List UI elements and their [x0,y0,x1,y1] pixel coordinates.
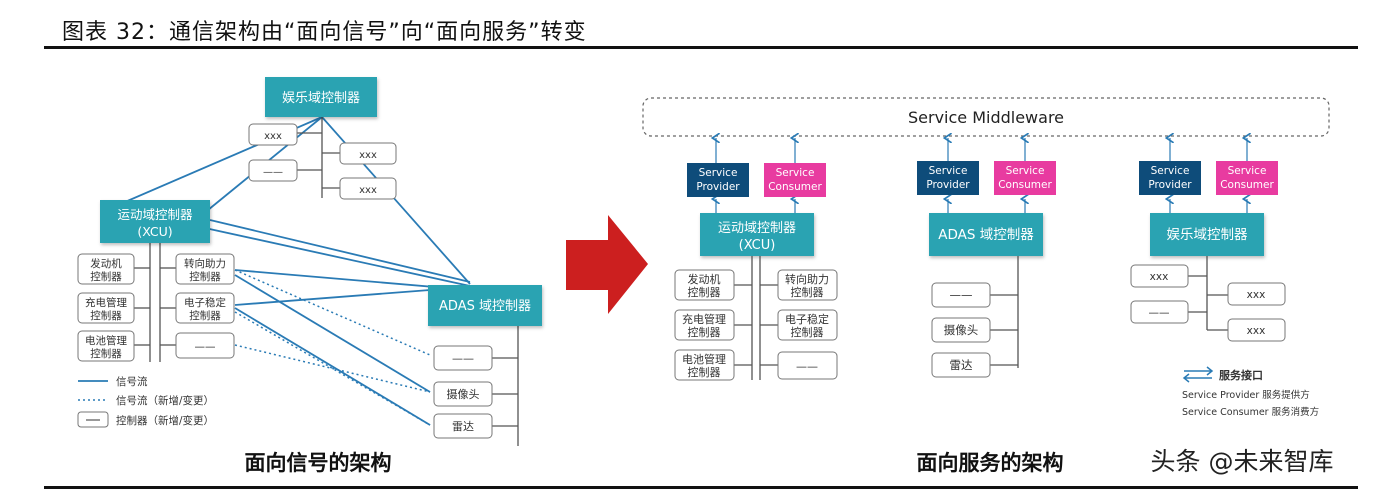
camera-label: 摄像头 [447,387,480,401]
legend-service-provider: Service Provider 服务提供方 [1182,389,1310,401]
motion-domain-box [100,200,210,243]
motion-domain-label: 运动域控制器 [718,221,796,236]
infotainment-domain-label: 娱乐域控制器 [1167,227,1248,243]
dash-label: —— [195,341,216,353]
xxx-label: xxx [359,150,377,161]
service-middleware-label: Service Middleware [908,108,1064,127]
engine-controller-label: 发动机 [688,272,721,286]
service-middleware-bar [642,97,1330,137]
legend-new-controller: 控制器（新增/变更） [116,414,214,427]
new-signal-flow-lines [234,269,431,426]
steering-controller-label: 转向助力 [184,257,226,270]
dash-label: —— [796,360,818,373]
battery-controller-label: 电池管理 [85,334,127,347]
adas-domain-label: ADAS 域控制器 [439,299,531,314]
service-consumer-label: Service [776,167,815,179]
engine-controller-sublabel: 控制器 [688,285,721,299]
camera-label: 摄像头 [944,323,979,337]
charge-controller-label: 充电管理 [85,296,127,309]
steering-controller-label: 转向助力 [785,272,829,286]
xxx-label: xxx [264,131,282,142]
charge-controller-sublabel: 控制器 [688,325,721,339]
dash-label: —— [452,352,474,365]
xxx-label: xxx [359,185,377,196]
service-consumer-label: Service [1006,165,1045,177]
steering-controller-sublabel: 控制器 [189,270,221,283]
legend-service-interface: 服务接口 [1219,368,1263,382]
esc-controller-label: 电子稳定 [785,312,829,326]
legend-signal-flow: 信号流 [116,375,148,388]
motion-domain-box [700,213,814,256]
adas-domain-label: ADAS 域控制器 [938,227,1034,243]
service-provider-label: Service [929,165,968,177]
service-architecture-panel: Service Middleware Service [642,97,1330,475]
motion-domain-sublabel: (XCU) [739,238,776,253]
battery-controller-sublabel: 控制器 [90,347,122,360]
engine-controller-sublabel: 控制器 [90,270,122,283]
engine-controller-label: 发动机 [90,257,122,270]
xxx-label: xxx [1247,325,1266,337]
motion-domain-label: 运动域控制器 [117,207,193,222]
charge-controller-sublabel: 控制器 [90,309,122,322]
adas-domain-box [929,213,1043,256]
service-consumer-sublabel: Consumer [768,181,822,193]
service-consumer-label: Service [1228,165,1267,177]
esc-controller-sublabel: 控制器 [791,325,824,339]
bottom-rule [44,486,1358,489]
charge-controller-label: 充电管理 [682,312,726,326]
infotainment-domain-box [1150,213,1264,256]
battery-controller-sublabel: 控制器 [688,365,721,379]
battery-controller-label: 电池管理 [682,352,726,366]
xxx-label: xxx [1150,271,1169,283]
signal-architecture-panel: 娱乐域控制器 运动域控制器 (XCU) ADAS 域控制器 xxx —— xxx… [77,77,542,475]
service-consumer-sublabel: Consumer [1220,179,1274,191]
dash-label: —— [1149,307,1170,319]
figure-caption: 图表 32：通信架构由“面向信号”向“面向服务”转变 [62,20,587,45]
infotainment-domain-label: 娱乐域控制器 [282,91,360,106]
motion-domain-sublabel: (XCU) [137,224,172,239]
top-rule [44,46,1358,49]
legend-new-signal-flow: 信号流（新增/变更） [116,394,214,407]
service-provider-label: Service [1151,165,1190,177]
dash-label: —— [263,167,283,178]
watermark: 头条 @未来智库 [1151,447,1334,476]
service-provider-sublabel: Provider [696,181,740,193]
xxx-label: xxx [1247,289,1266,301]
radar-label: 雷达 [452,420,474,433]
service-provider-label: Service [699,167,738,179]
esc-controller-sublabel: 控制器 [189,309,221,322]
signal-architecture-title: 面向信号的架构 [245,451,392,475]
infotainment-domain-box [265,77,377,117]
service-legend: 服务接口 Service Provider 服务提供方 Service Cons… [1182,366,1319,418]
transition-arrow [566,215,648,314]
adas-domain-box [428,285,542,326]
radar-label: 雷达 [950,358,973,372]
service-provider-sublabel: Provider [926,179,970,191]
dash-label: —— [950,288,973,302]
esc-controller-label: 电子稳定 [184,296,226,309]
steering-controller-sublabel: 控制器 [791,285,824,299]
signal-legend: 信号流 信号流（新增/变更） 控制器（新增/变更） [77,375,214,428]
legend-service-consumer: Service Consumer 服务消费方 [1182,406,1319,418]
service-architecture-title: 面向服务的架构 [917,451,1064,475]
service-provider-sublabel: Provider [1148,179,1192,191]
service-consumer-sublabel: Consumer [998,179,1052,191]
